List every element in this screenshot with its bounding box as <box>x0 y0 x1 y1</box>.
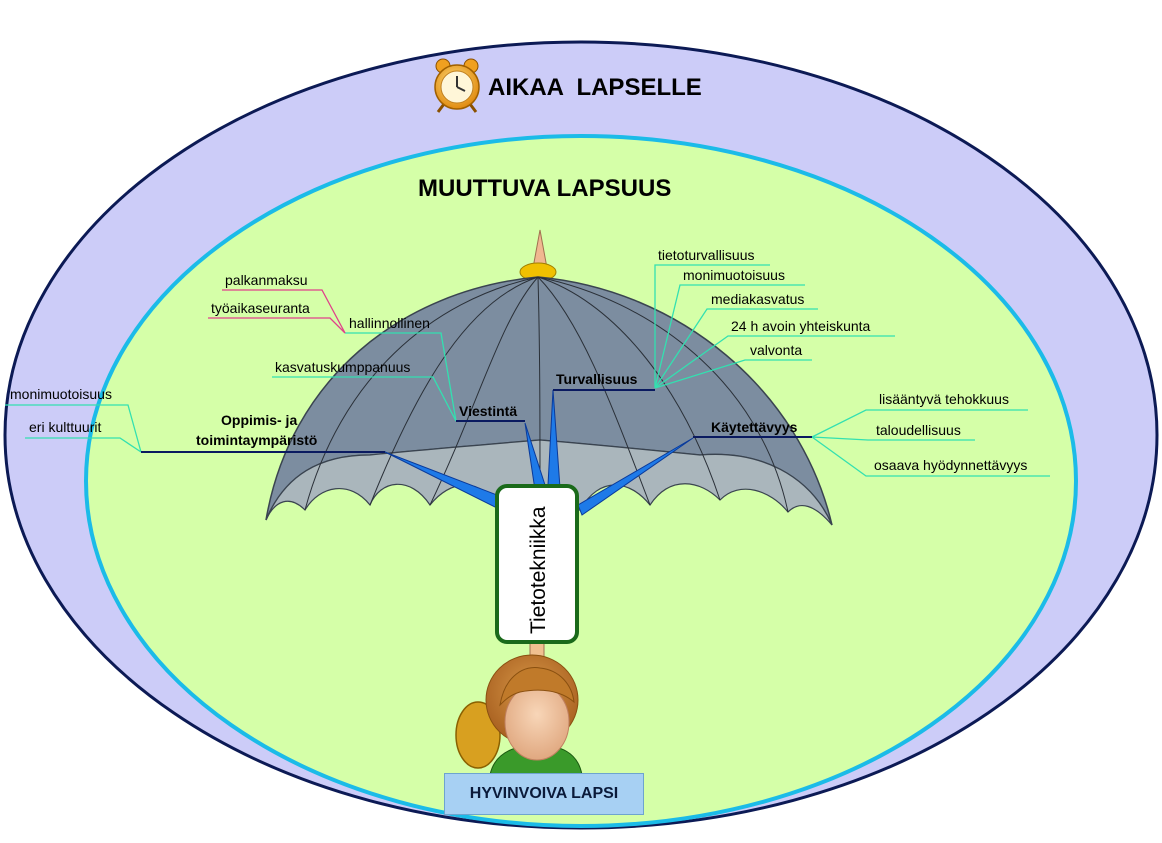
branch-oppimis-line1: Oppimis- ja <box>221 412 297 428</box>
leaf-tietoturvallisuus: tietoturvallisuus <box>658 247 755 263</box>
alarm-clock-icon <box>434 58 480 113</box>
umbrella-spokes <box>384 389 694 516</box>
turvallisuus-connectors <box>654 264 895 389</box>
branch-kaytettavyys: Käytettävyys <box>711 419 798 435</box>
leaf-osaava-hyodynnettavyys: osaava hyödynnettävyys <box>874 457 1027 473</box>
stem-box <box>495 484 579 644</box>
leaf-kasvatuskumppanuus: kasvatuskumppanuus <box>275 359 410 375</box>
bottom-label: HYVINVOIVA LAPSI <box>444 773 644 815</box>
leaf-lisaantyva-tehokkuus: lisääntyvä tehokkuus <box>879 391 1009 407</box>
branch-oppimis-line2: toimintaympäristö <box>196 432 317 448</box>
leaf-valvonta: valvonta <box>750 342 802 358</box>
branch-turvallisuus: Turvallisuus <box>556 371 638 387</box>
inner-title: MUUTTUVA LAPSUUS <box>418 175 671 202</box>
leaf-monimuotoisuus-right: monimuotoisuus <box>683 267 785 283</box>
stem-label: Tietotekniikka <box>527 506 550 634</box>
kaytettavyys-connectors <box>811 409 1050 477</box>
viestinta-connectors <box>208 289 457 422</box>
leaf-eri-kulttuurit: eri kulttuurit <box>29 419 101 435</box>
leaf-taloudellisuus: taloudellisuus <box>876 422 961 438</box>
outer-title: AIKAA LAPSELLE <box>488 74 702 101</box>
leaf-avoin-yhteiskunta: 24 h avoin yhteiskunta <box>731 318 871 334</box>
oppimis-connectors <box>5 404 142 453</box>
branch-viestinta: Viestintä <box>459 403 517 419</box>
child-figure-icon <box>455 654 583 776</box>
leaf-hallinnollinen: hallinnollinen <box>349 315 430 331</box>
leaf-monimuotoisuus-left: monimuotoisuus <box>10 386 112 402</box>
leaf-tyoaikaseuranta: työaikaseuranta <box>211 300 310 316</box>
leaf-mediakasvatus: mediakasvatus <box>711 291 804 307</box>
leaf-palkanmaksu: palkanmaksu <box>225 272 308 288</box>
